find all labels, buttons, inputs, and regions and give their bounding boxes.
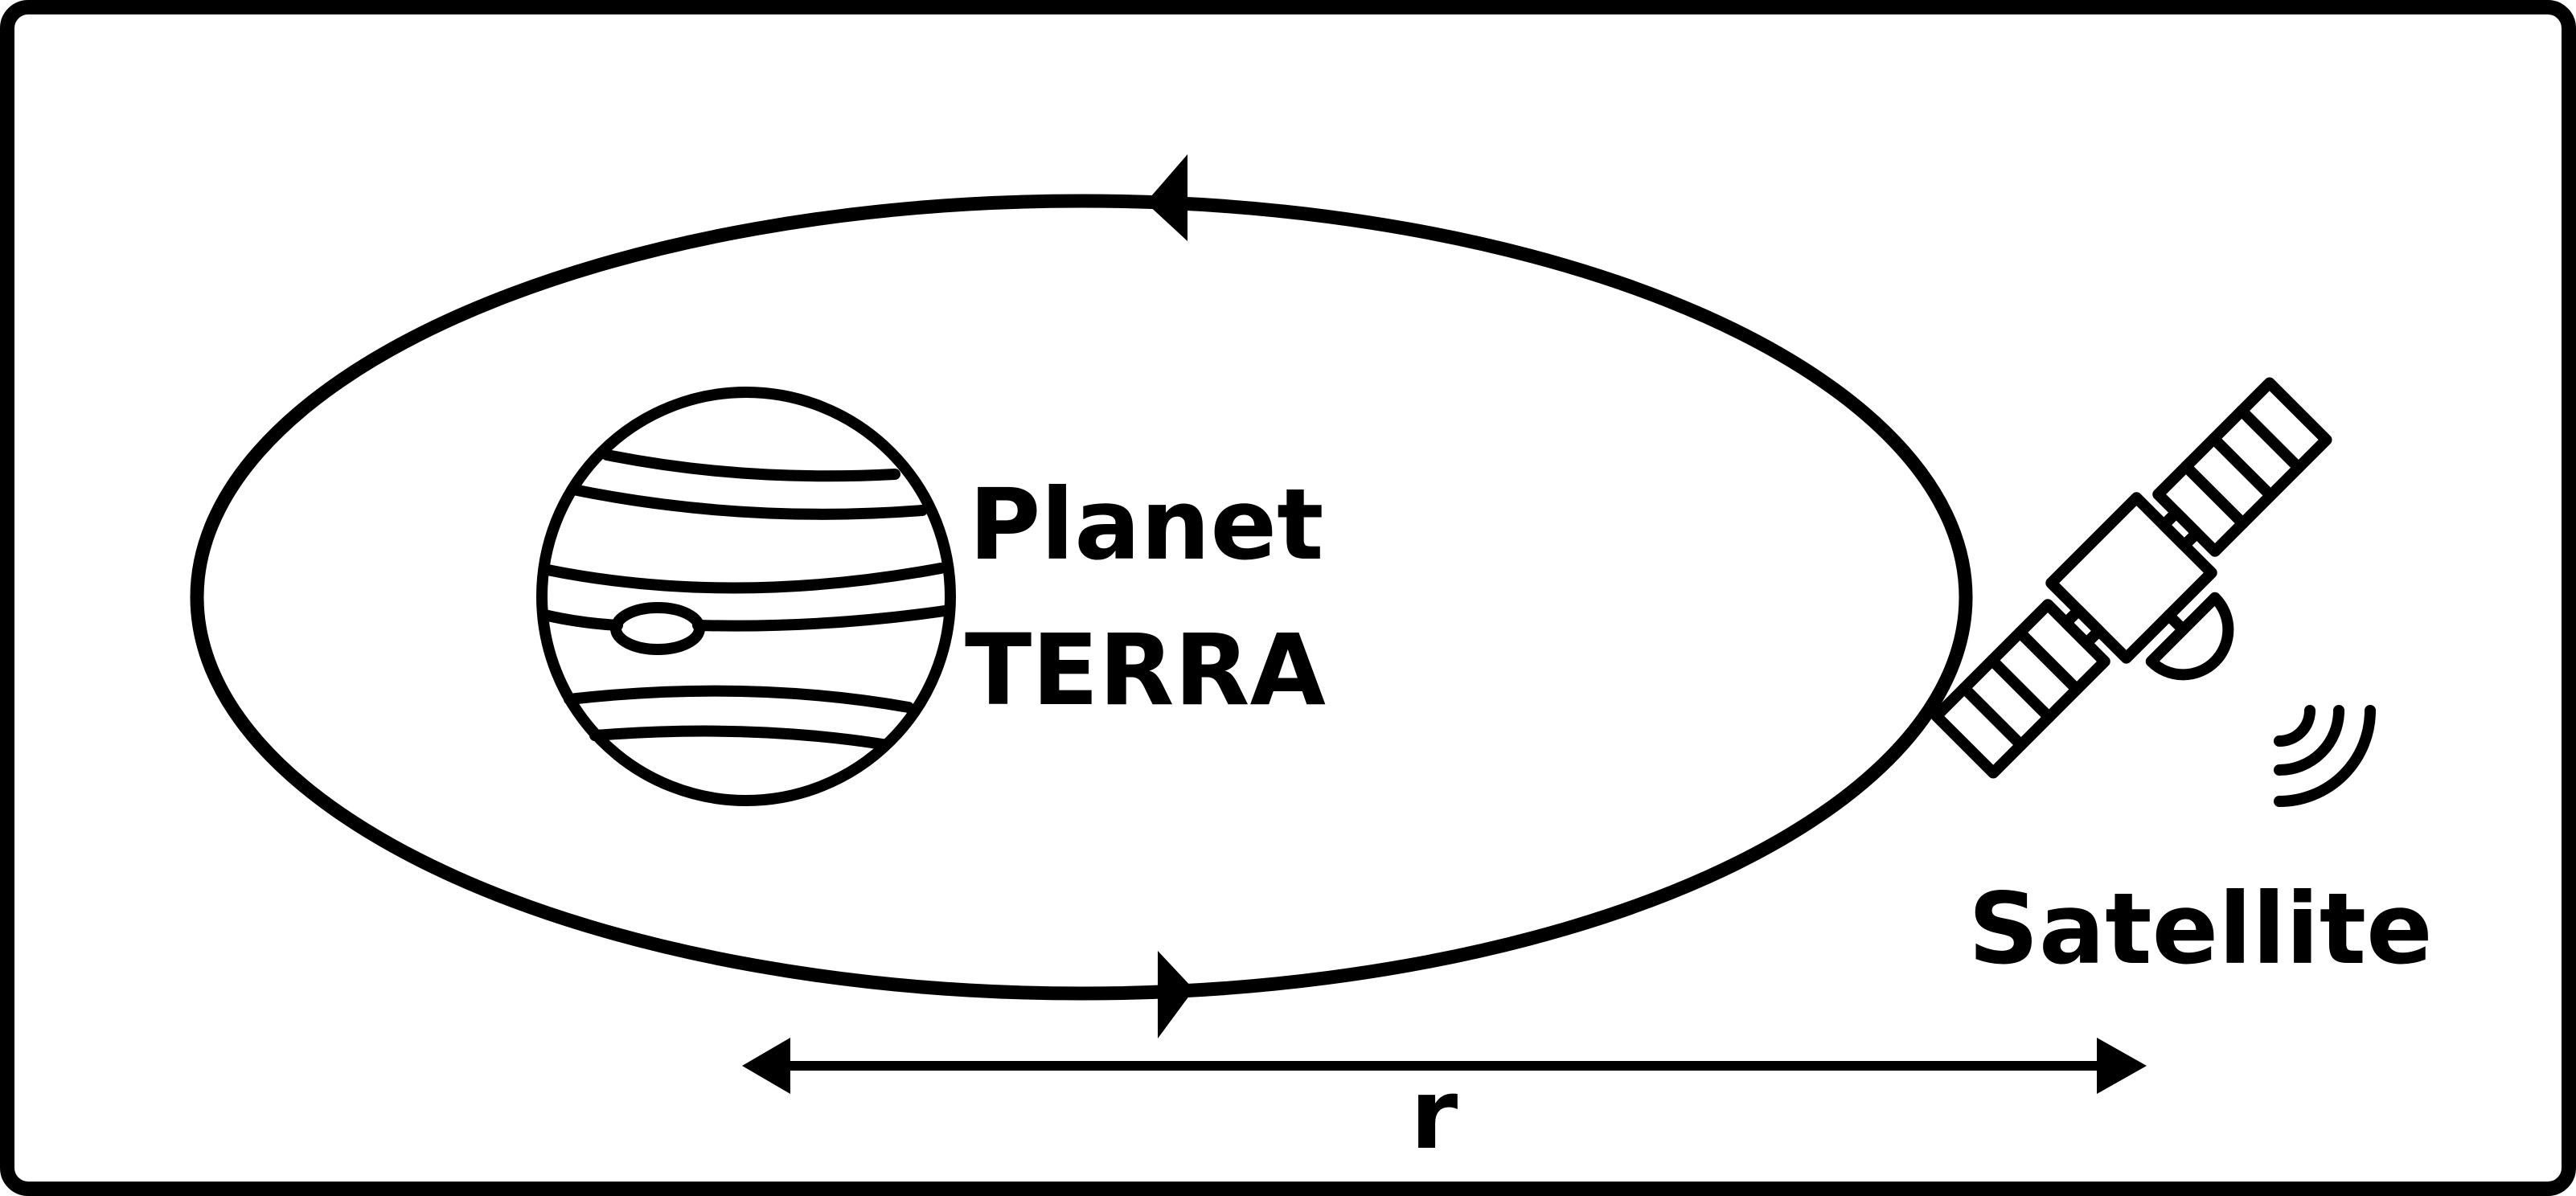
signal-waves-icon	[2274, 705, 2376, 807]
planet-label-line1: Planet	[969, 468, 1323, 582]
radius-dimension	[742, 1038, 2147, 1094]
radius-arrow-right-icon	[2097, 1038, 2147, 1094]
orbit-path	[190, 194, 1973, 1001]
orbit-arrow-top-icon	[1146, 154, 1188, 241]
satellite-icon	[1930, 377, 2332, 779]
orbit-arrow-bottom-icon	[1158, 951, 1194, 1038]
radius-arrow-left-icon	[742, 1038, 790, 1094]
radius-label: r	[1410, 1059, 1458, 1171]
planet-icon	[536, 387, 956, 806]
planet-label-line2: TERRA	[965, 613, 1326, 727]
satellite-label: Satellite	[1968, 872, 2433, 986]
